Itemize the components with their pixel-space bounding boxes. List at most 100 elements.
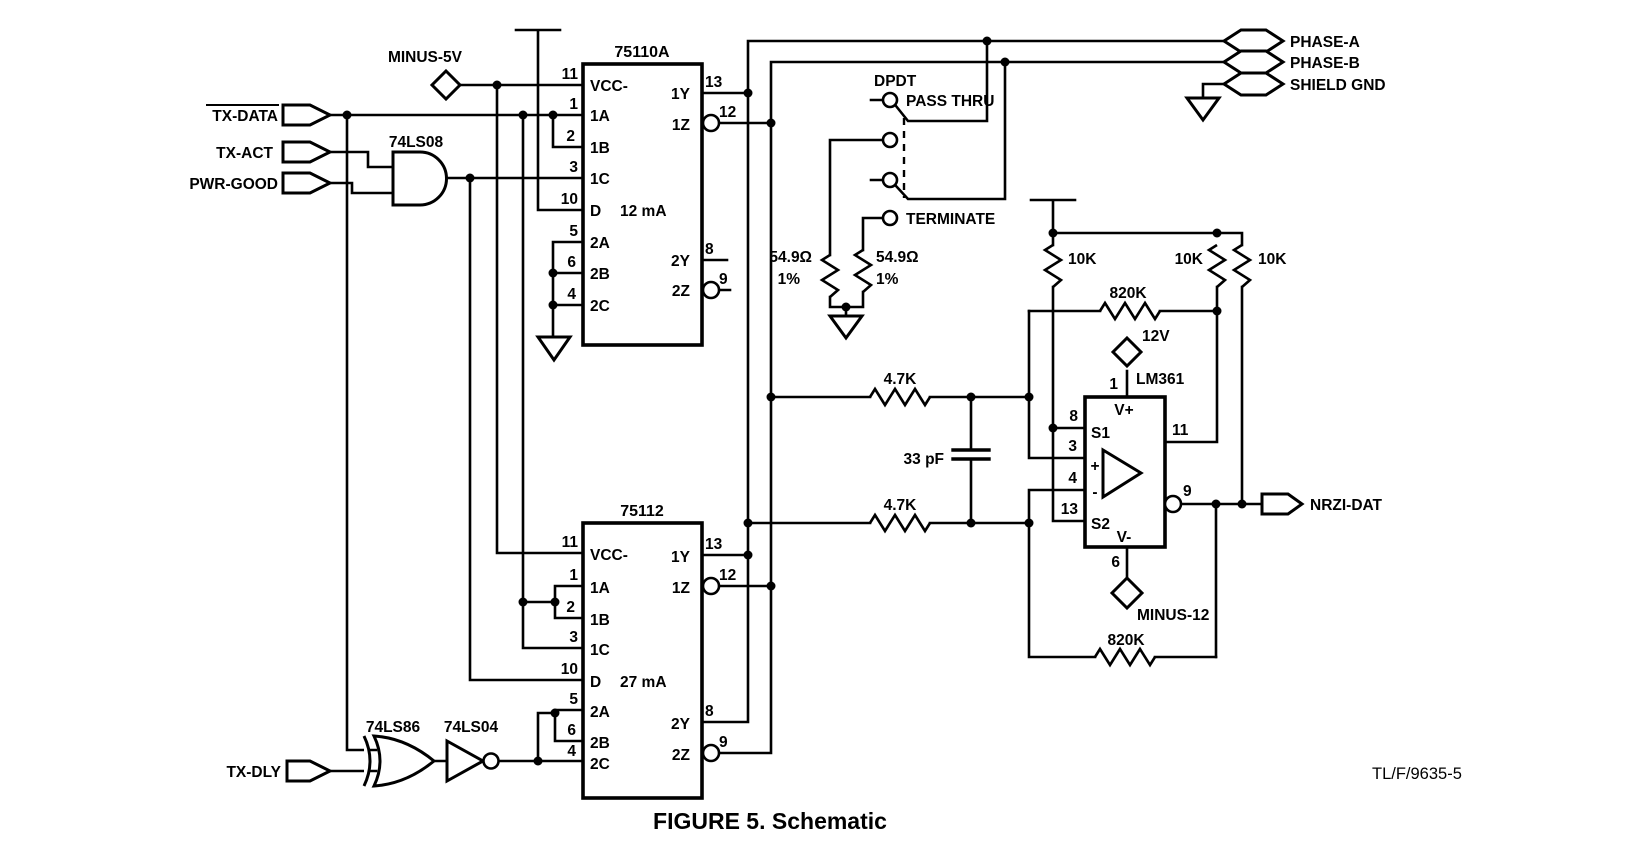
input-connector-pwr-good	[281, 171, 334, 195]
pin-number: 4	[567, 743, 576, 760]
pin-name: 1Z	[672, 580, 691, 597]
label-820k-top: 820K	[1109, 285, 1147, 302]
pin-name: 2B	[590, 266, 610, 283]
pin-name: 1Y	[671, 549, 691, 566]
label-4.7k-upper: 4.7K	[884, 371, 918, 388]
label-shield-gnd: SHIELD GND	[1290, 77, 1386, 94]
label-10k-left: 10K	[1068, 251, 1097, 268]
dpdt-contact-pass-thru-b	[881, 171, 899, 189]
label-r54-left: 54.9Ω	[769, 249, 812, 266]
pin-number: 5	[569, 691, 578, 708]
wire-enable-net	[444, 176, 585, 682]
pin-number: 3	[569, 159, 578, 176]
pin-number: 9	[719, 271, 728, 288]
pin-name: 1Z	[672, 117, 691, 134]
pin-name: -	[1092, 484, 1097, 501]
figure-title: FIGURE 5. Schematic	[653, 808, 887, 834]
pin-number: 8	[705, 241, 714, 258]
comparator-triangle-icon	[1101, 447, 1144, 500]
bubble-1z-75112	[701, 576, 721, 596]
wire-stub-2y-2z-75110a	[700, 258, 732, 292]
supply-diamond-12v	[1110, 335, 1144, 369]
xor-gate-input-arc	[362, 735, 372, 787]
label-r54-right-tol: 1%	[876, 271, 899, 288]
pin-name: 2Z	[672, 283, 691, 300]
output-connector-phase-a	[1221, 28, 1286, 54]
wire-shield	[1201, 82, 1226, 100]
label-pass-thru: PASS THRU	[906, 93, 994, 110]
pin-number: 8	[705, 703, 714, 720]
ground-symbol-75110a	[535, 335, 573, 363]
pin-name: D	[590, 674, 601, 691]
bubble-lm361-pin9	[1163, 494, 1183, 514]
ic-75112-body	[581, 521, 704, 800]
pin-number: 3	[569, 629, 578, 646]
pin-number: 1	[569, 96, 578, 113]
label-10k-right: 10K	[1258, 251, 1287, 268]
label-current-12ma: 12 mA	[620, 203, 667, 220]
supply-symbols	[429, 68, 1222, 611]
supply-diamond-minus-5v	[429, 68, 463, 102]
bubble-1z-75110a	[701, 113, 721, 133]
label-phase-b: PHASE-B	[1290, 55, 1360, 72]
capacitor-33pf	[951, 448, 991, 461]
resistor-10k-left	[1042, 243, 1064, 288]
pin-number: 10	[561, 191, 578, 208]
label-ic-lm361: LM361	[1136, 371, 1185, 388]
pin-number: 4	[567, 286, 576, 303]
junction-dots	[342, 36, 1247, 766]
wire-minus5v-net	[459, 83, 585, 555]
dpdt-switch	[881, 91, 899, 227]
pin-name: 1C	[590, 642, 610, 659]
pin-name: D	[590, 203, 601, 220]
wire-terminate-net	[828, 138, 885, 318]
inverter-74ls04	[445, 738, 487, 784]
label-12v: 12V	[1142, 328, 1170, 345]
pin-number: 1	[569, 567, 578, 584]
label-tx-data: TX-DATA	[212, 108, 278, 125]
pin-name: 1A	[590, 580, 610, 597]
bubble-2z-75112	[701, 743, 721, 763]
pin-name: 1A	[590, 108, 610, 125]
pin-number: 2	[566, 128, 575, 145]
label-10k-middle: 10K	[1175, 251, 1204, 268]
label-terminate: TERMINATE	[906, 211, 995, 228]
label-ic-75112: 75112	[620, 503, 664, 520]
pin-number: 6	[567, 254, 576, 271]
pin-number: 13	[705, 74, 723, 91]
wire-tx-data-net	[328, 113, 585, 752]
pin-number: 11	[1172, 422, 1189, 439]
input-connector-tx-act	[281, 140, 334, 164]
wire-minus-input-net	[746, 488, 1218, 659]
pin-number: 1	[1109, 376, 1118, 393]
resistor-820k-top	[1098, 300, 1162, 322]
label-dpdt: DPDT	[874, 73, 917, 90]
ground-symbol-terminators	[827, 314, 865, 341]
pin-name: 2B	[590, 735, 610, 752]
label-tx-act: TX-ACT	[216, 145, 273, 162]
pin-name: V+	[1114, 402, 1133, 419]
resistor-820k-bottom	[1093, 646, 1157, 668]
resistors	[819, 243, 1253, 668]
ic-75110a-body	[581, 62, 704, 347]
label-74ls86: 74LS86	[366, 719, 421, 736]
resistor-54.9-left	[819, 253, 841, 298]
label-r54-right: 54.9Ω	[876, 249, 919, 266]
connector-tags	[281, 28, 1305, 783]
pin-number: 9	[1183, 483, 1192, 500]
wire-strobe-net	[1051, 285, 1087, 523]
dpdt-contact-pass-thru-a	[881, 91, 899, 109]
label-74ls04: 74LS04	[444, 719, 499, 736]
pin-name: 1C	[590, 171, 610, 188]
label-820k-bottom: 820K	[1107, 632, 1145, 649]
pin-name: 2C	[590, 756, 610, 773]
and-gate-74ls08	[391, 150, 448, 207]
pin-number: 4	[1068, 470, 1077, 487]
wire-out1-net	[1027, 285, 1219, 444]
pin-number: 6	[1111, 554, 1120, 571]
label-ic-75110a: 75110A	[614, 44, 670, 61]
resistor-10k-middle	[1206, 243, 1228, 288]
resistor-54.9-right	[852, 248, 874, 293]
dpdt-contact-terminate-b	[881, 209, 899, 227]
